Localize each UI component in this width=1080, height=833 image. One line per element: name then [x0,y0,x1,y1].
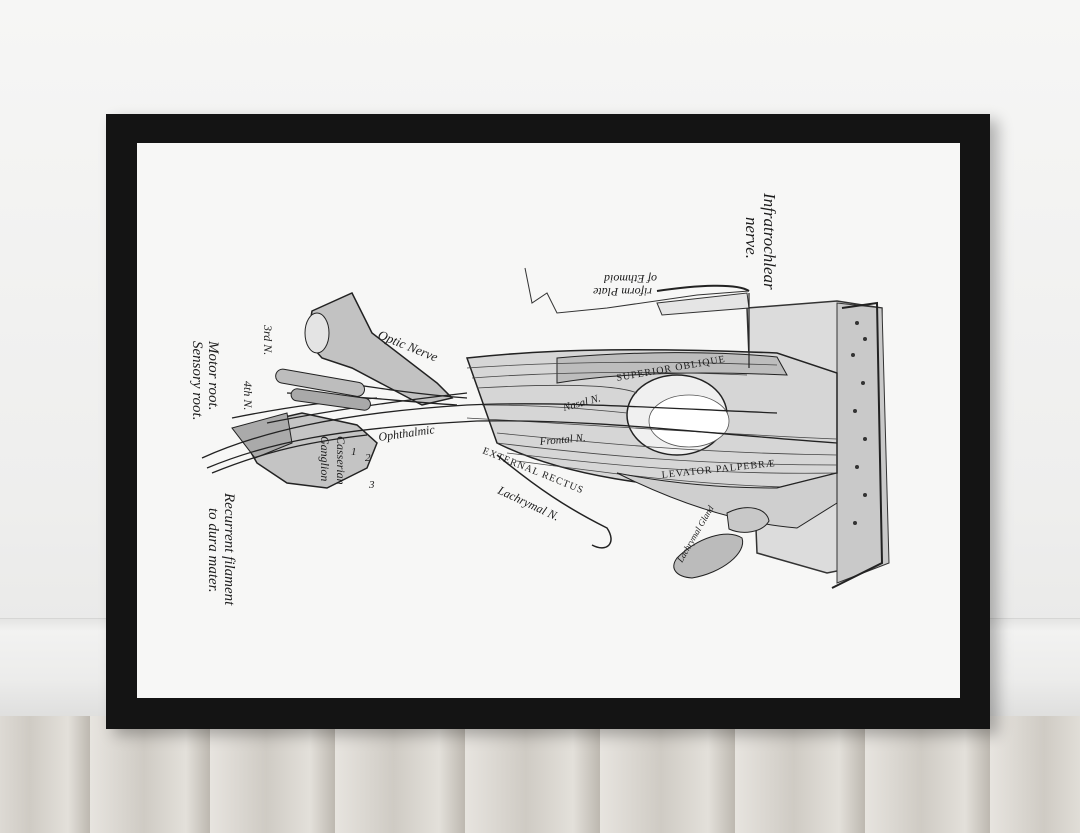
anatomy-print: Infratrochlear nerve. riform Plate of Et… [137,143,960,698]
label-fourth-n: 4th N. [241,381,255,410]
label-num-2: 2 [365,452,371,464]
label-ganglion: Ganglion [318,436,332,481]
label-infratrochlear-2: nerve. [742,217,761,259]
label-frontal: Frontal N. [538,432,586,448]
label-casserian: Casserian [334,436,348,485]
label-num-1: 1 [351,446,357,458]
label-ethmoid: of Ethmoid [603,272,657,286]
orbit-illustration: Infratrochlear nerve. riform Plate of Et… [189,192,890,606]
wooden-floor [0,716,1080,833]
label-sensory-root: Sensory root. [189,341,205,420]
label-recurrent: Recurrent filament [221,492,237,606]
label-motor-root: Motor root. [205,340,221,410]
label-third-n: 3rd N. [261,324,275,355]
label-dura: to dura mater. [205,508,221,593]
label-num-3: 3 [368,479,375,491]
label-infratrochlear: Infratrochlear [760,192,779,290]
label-ophthalmic: Ophthalmic [377,422,436,444]
label-lachrymal: Lachrymal N. [495,483,562,524]
label-cribriform: riform Plate [592,285,652,299]
